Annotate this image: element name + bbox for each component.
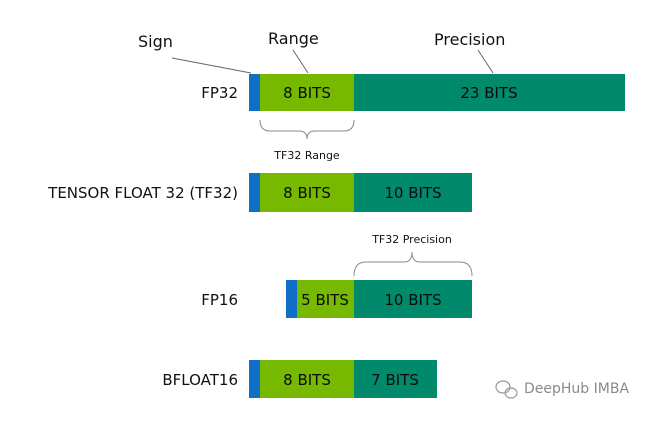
range-segment <box>297 280 354 318</box>
tf32-precision-label: TF32 Precision <box>371 233 452 246</box>
sign-pointer-line <box>171 57 252 74</box>
row-fp32: FP32 8 BITS 23 BITS <box>201 74 625 111</box>
sign-segment <box>286 280 297 318</box>
range-pointer-line <box>292 49 309 74</box>
range-segment <box>260 360 354 398</box>
tf32-range-brace <box>259 119 355 140</box>
row-fp16: FP16 5 BITS 10 BITS <box>201 280 472 318</box>
tf32-precision-brace <box>353 251 473 277</box>
row-bfloat16: BFLOAT16 8 BITS 7 BITS <box>162 360 437 398</box>
watermark-text: DeepHub IMBA <box>524 381 629 397</box>
row-tf32: TENSOR FLOAT 32 (TF32) 8 BITS 10 BITS <box>47 173 472 212</box>
precision-segment <box>354 173 472 212</box>
sign-segment <box>249 173 260 212</box>
precision-segment <box>354 360 437 398</box>
range-bits-label: 5 BITS <box>301 291 349 309</box>
range-bits-label: 8 BITS <box>283 184 331 202</box>
range-bits-label: 8 BITS <box>283 84 331 102</box>
sign-segment <box>249 74 260 111</box>
watermark: DeepHub IMBA <box>495 380 629 399</box>
tf32-range-label: TF32 Range <box>273 149 340 162</box>
range-segment <box>260 74 354 111</box>
header-precision: Precision <box>434 30 505 49</box>
precision-bits-label: 10 BITS <box>384 184 441 202</box>
sign-segment <box>249 360 260 398</box>
precision-bits-label: 23 BITS <box>460 84 517 102</box>
precision-segment <box>354 74 625 111</box>
range-bits-label: 8 BITS <box>283 371 331 389</box>
range-segment <box>260 173 354 212</box>
precision-bits-label: 7 BITS <box>371 371 419 389</box>
header-sign: Sign <box>138 32 173 51</box>
precision-pointer-line <box>477 49 494 74</box>
row-label-fp32: FP32 <box>201 84 238 102</box>
header-range: Range <box>268 29 319 48</box>
row-label-fp16: FP16 <box>201 291 238 309</box>
row-label-bfloat16: BFLOAT16 <box>162 371 238 389</box>
wechat-icon <box>495 380 518 399</box>
precision-segment <box>354 280 472 318</box>
precision-bits-label: 10 BITS <box>384 291 441 309</box>
row-label-tf32: TENSOR FLOAT 32 (TF32) <box>47 184 238 202</box>
